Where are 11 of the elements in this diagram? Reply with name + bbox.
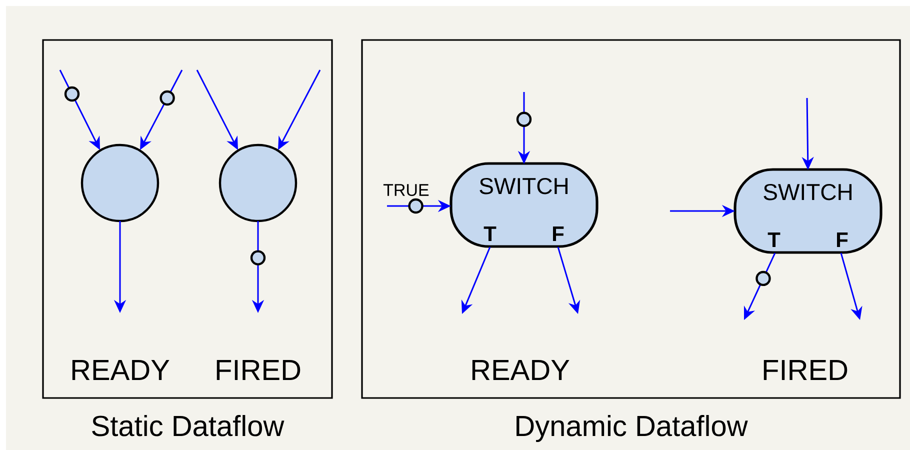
edge-label: TRUE [382,183,430,197]
state-label: FIRED [216,360,300,380]
node-circle [80,144,160,222]
state-label: READY [472,360,570,380]
node-circle [218,144,298,222]
node-label: Static Dataflow [92,414,284,436]
node-label: Dynamic Dataflow [516,414,748,442]
switch-box: SWITCH T F [734,168,882,254]
state-label: FIRED [764,360,848,380]
state-label: READY [72,360,170,380]
switch-box: SWITCH T F [450,162,598,248]
